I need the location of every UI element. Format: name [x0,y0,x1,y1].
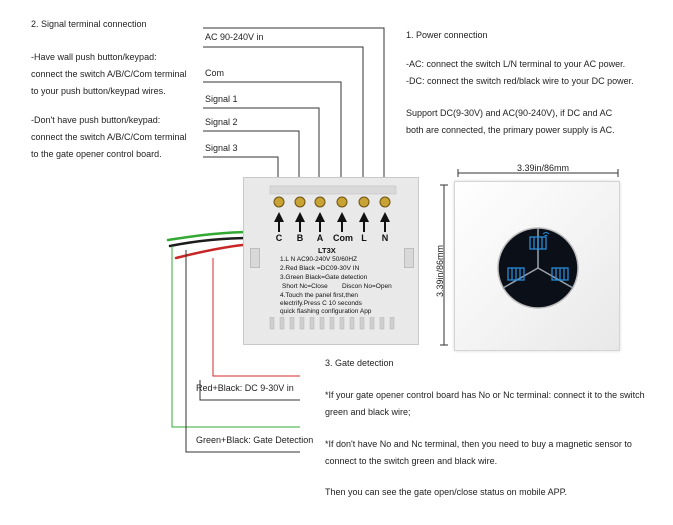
module-spec-line: 3.Green Black=Gate detection [280,274,368,281]
gate-green-lead [171,246,300,428]
terminal-screw-b [294,196,306,208]
module-notch-right [404,248,414,268]
module-note-line: quick flashing configuration App [280,308,372,315]
power-section-heading: 1. Power connection [406,30,488,40]
power-support-text: Support DC(9-30V) and AC(90-240V), if DC… [406,105,615,139]
ac-label: AC 90-240V in [205,32,264,42]
gate-icon-top [529,236,547,250]
ac-wire-l [203,46,364,190]
terminal-arrow-n [380,212,390,222]
dc-label: Red+Black: DC 9-30V in [196,383,294,393]
gate-para-line: *If your gate opener control board has N… [325,390,645,400]
module-spec-line: 1.L N AC90-240V 50/60HZ [280,256,358,263]
signal2-label: Signal 2 [205,117,238,127]
module-detect-left: Short Nc=Close [282,283,328,290]
gate-para-3: Then you can see the gate open/close sta… [325,487,567,497]
gate-para-line: connect to the switch green and black wi… [325,456,498,466]
gate-icon-right [551,267,569,281]
panel-width-label: 3.39in/86mm [517,163,570,173]
signal1-wire [203,107,320,190]
terminal-screw-c [273,196,285,208]
signal-wall-line: to your push button/keypad wires. [31,86,166,96]
signal3-label: Signal 3 [205,143,238,153]
terminal-label-b: B [296,233,304,243]
panel-height-label: 3.39in/86mm [435,244,446,298]
gate-black-lead [185,250,300,453]
signal-wall-line: -Have wall push button/keypad: [31,52,157,62]
terminal-label-l: L [361,233,367,243]
module-notch-left [250,248,260,268]
com-label: Com [205,68,225,78]
gate-section-heading: 3. Gate detection [325,358,394,368]
power-support-line: both are connected, the primary power su… [406,125,615,135]
gate-para-line: green and black wire; [325,407,411,417]
signal-nowall-text: -Don't have push button/keypad: connect … [31,112,187,163]
signal-nowall-line: connect the switch A/B/C/Com terminal [31,132,187,142]
gate-icon-left [507,267,525,281]
terminal-screw-n [379,196,391,208]
terminal-label-com: Com [333,233,353,243]
signal2-wire [203,130,300,190]
terminal-block [269,185,397,232]
signal-section-heading: 2. Signal terminal connection [31,19,147,29]
module-model: LT3X [318,246,336,255]
terminal-arrow-com [337,212,347,222]
module-detect-right: Discon No=Open [342,283,392,290]
dc-black-lead [199,380,300,401]
power-line: -DC: connect the switch red/black wire t… [406,76,634,86]
switch-module-back: C B A Com L N LT3X 1.L N AC90-240V 50/60… [243,177,419,345]
gate-label: Green+Black: Gate Detection [196,435,314,445]
terminal-arrow-c [274,212,284,222]
power-support-line: Support DC(9-30V) and AC(90-240V), if DC… [406,108,613,118]
module-ridges [269,317,395,330]
power-text: -AC: connect the switch L/N terminal to … [406,56,634,90]
terminal-label-a: A [316,233,324,243]
terminal-arrow-a [315,212,325,222]
gate-para-line: *If don't have No and Nc terminal, then … [325,439,632,449]
terminal-arrow-l [359,212,369,222]
panel-touch-disc [497,227,579,309]
com-wire [203,81,342,190]
gate-para-2: *If don't have No and Nc terminal, then … [325,436,632,470]
terminal-arrow-b [295,212,305,222]
terminal-screw-a [314,196,326,208]
dc-red-lead [212,258,300,377]
gate-para-1: *If your gate opener control board has N… [325,387,645,421]
signal-nowall-line: to the gate opener control board. [31,149,162,159]
terminal-screw-l [358,196,370,208]
terminal-label-c: C [275,233,283,243]
wifi-icon [542,232,550,237]
ac-wire-n [203,27,385,190]
terminal-label-n: N [381,233,389,243]
switch-panel-front [454,181,620,351]
red-cable [174,242,254,260]
signal1-label: Signal 1 [205,94,238,104]
signal-wall-line: connect the switch A/B/C/Com terminal [31,69,187,79]
module-note-line: electrify.Press C 10 seconds [280,300,362,307]
terminal-screw-com [336,196,348,208]
power-line: -AC: connect the switch L/N terminal to … [406,59,626,69]
module-note-line: 4.Touch the panel first,then [280,292,359,299]
signal-wall-text: -Have wall push button/keypad: connect t… [31,49,187,100]
module-spec-line: 2.Red Black =DC09-30V IN [280,265,360,272]
signal-nowall-line: -Don't have push button/keypad: [31,115,161,125]
